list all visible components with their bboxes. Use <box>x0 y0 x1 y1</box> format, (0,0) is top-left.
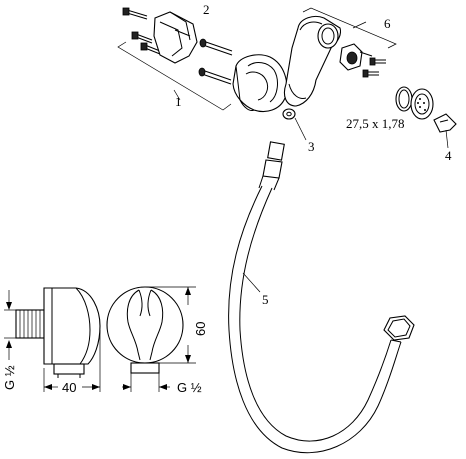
dimension-drawings <box>4 286 196 392</box>
hand-shower-assembly <box>283 7 457 149</box>
hose-top-connector <box>258 141 285 191</box>
label-part-5: 5 <box>262 292 269 307</box>
screw-top <box>122 7 148 20</box>
label-part-2: 2 <box>203 2 210 17</box>
shower-hose <box>228 141 415 454</box>
dim-thread-left: G ½ <box>2 365 17 390</box>
hose-outer-line-1 <box>228 185 402 454</box>
wall-outlet-assembly <box>117 7 307 141</box>
o-ring <box>395 86 413 112</box>
dim-height: 60 <box>193 322 208 336</box>
hose-outer-line-2 <box>239 187 392 442</box>
dim-thread-bottom: G ½ <box>177 380 202 395</box>
spray-face <box>410 88 434 120</box>
front-view <box>106 286 196 392</box>
label-part-4: 4 <box>445 148 452 163</box>
hose-bottom-nut <box>383 315 415 343</box>
part4-leader <box>445 129 449 149</box>
small-screw-2 <box>362 69 379 78</box>
side-view <box>4 287 101 392</box>
part6-bracket-line <box>302 7 397 49</box>
hand-shower-head <box>283 15 342 107</box>
wall-outlet-body <box>232 54 288 113</box>
label-part-6: 6 <box>384 16 391 31</box>
mounting-bracket <box>153 11 198 64</box>
part1-leader <box>173 89 181 101</box>
wall-screw-2 <box>198 67 232 85</box>
screw-lower <box>140 42 161 55</box>
label-part-3: 3 <box>308 139 315 154</box>
side-view-thread <box>15 309 45 339</box>
washer <box>282 108 307 141</box>
part1-bracket-line <box>117 41 232 111</box>
shower-insert <box>339 43 373 71</box>
dim-width: 40 <box>62 380 76 395</box>
screw-middle <box>131 31 153 44</box>
wall-screw-1 <box>199 38 233 56</box>
label-oring-size: 27,5 x 1,78 <box>346 116 405 131</box>
small-screw-1 <box>369 57 386 66</box>
part3-leader <box>294 117 307 141</box>
part5-leader <box>242 272 261 293</box>
label-part-1: 1 <box>175 94 182 109</box>
side-view-body <box>43 287 101 365</box>
lever <box>433 113 457 149</box>
part6-leader <box>352 21 367 29</box>
front-view-face <box>106 286 184 364</box>
